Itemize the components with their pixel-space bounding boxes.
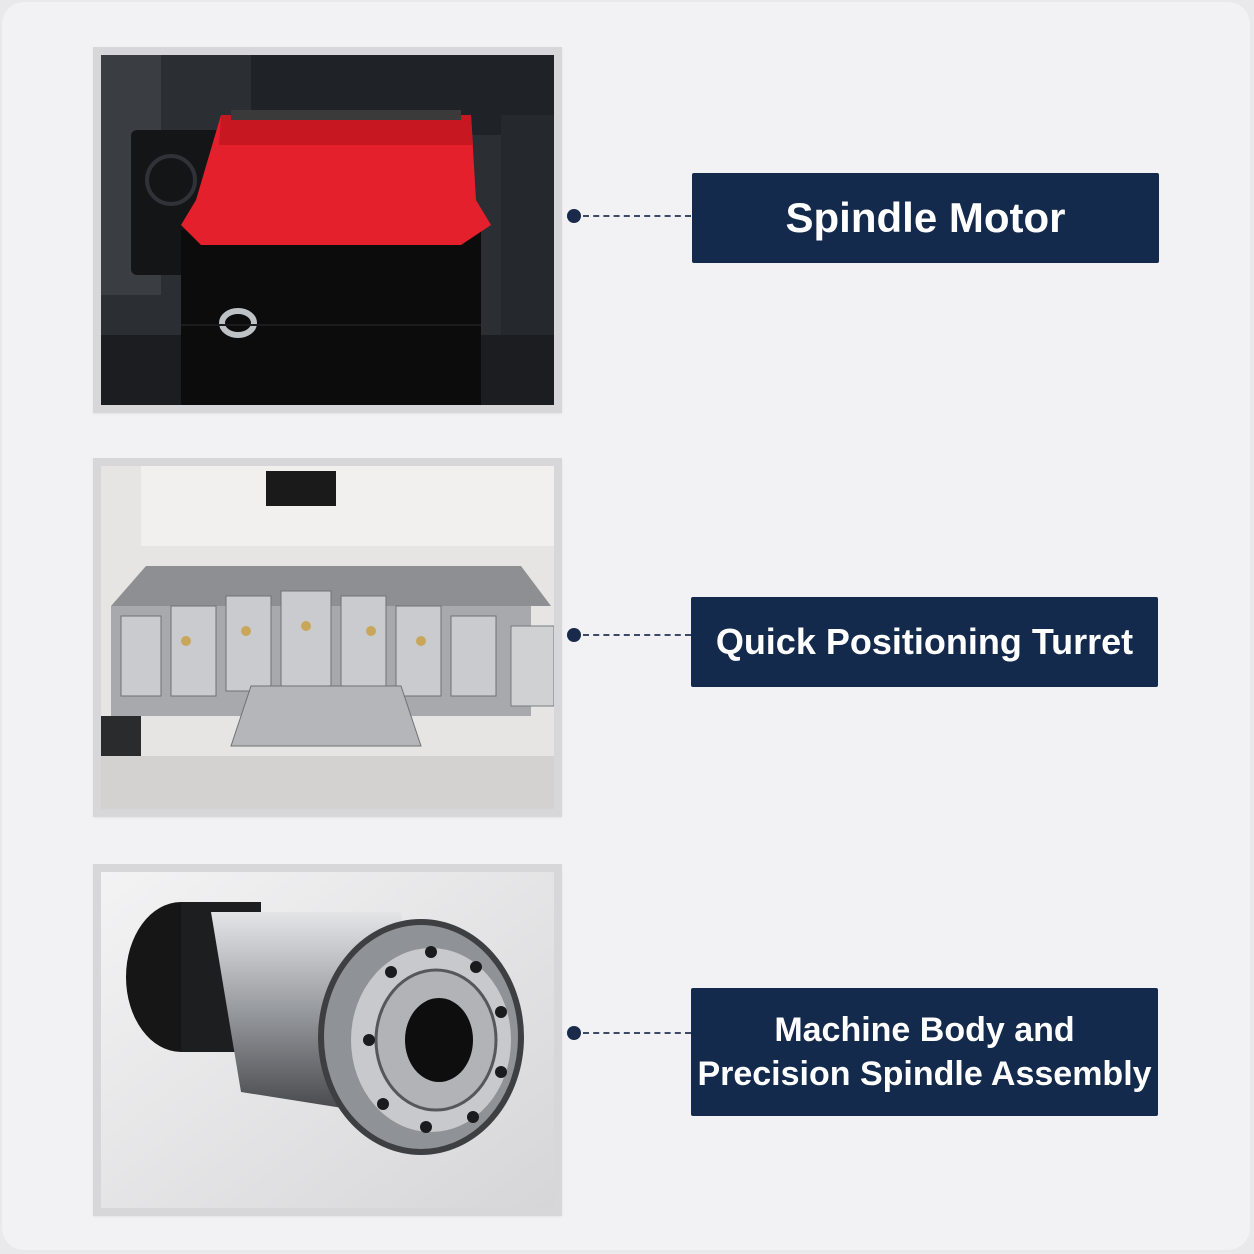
connector-dashed-line [583, 215, 691, 217]
label-line-2: Precision Spindle Assembly [697, 1055, 1152, 1093]
connector-dot [567, 628, 581, 642]
connector-dot [567, 1026, 581, 1040]
turret-photo [93, 458, 562, 817]
label-turret-text: Quick Positioning Turret [715, 621, 1134, 662]
connector-dashed-line [583, 634, 691, 636]
connector-turret [567, 628, 693, 642]
connector-spindle-assembly [567, 1026, 693, 1040]
connector-spindle-motor [567, 209, 693, 223]
spindle-assembly-photo [93, 864, 562, 1216]
connector-dot [567, 209, 581, 223]
label-line-1: Machine Body and [774, 1011, 1075, 1049]
label-quick-positioning-turret: Quick Positioning Turret [691, 597, 1158, 687]
spindle-motor-photo [93, 47, 562, 413]
connector-dashed-line [583, 1032, 691, 1034]
label-spindle-motor: Spindle Motor [692, 173, 1159, 263]
label-spindle-motor-text: Spindle Motor [785, 194, 1066, 241]
label-machine-body-spindle-assembly: Machine Body and Precision Spindle Assem… [691, 988, 1158, 1116]
